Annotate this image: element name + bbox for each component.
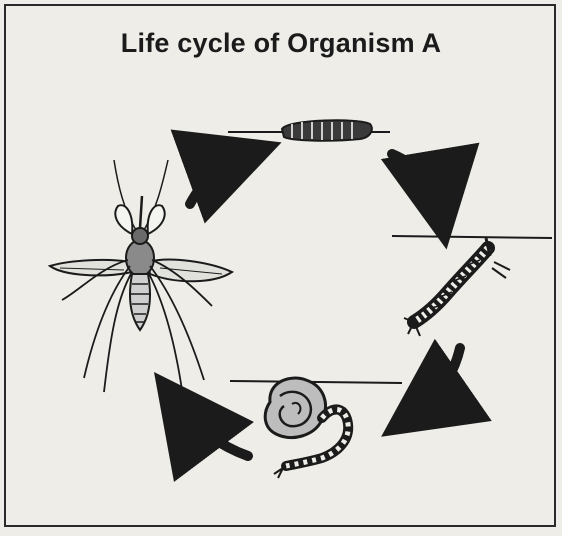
larva bbox=[404, 238, 510, 336]
egg-raft bbox=[282, 120, 372, 140]
arrow-pupa-to-adult bbox=[178, 404, 248, 456]
arrow-adult-to-egg bbox=[190, 156, 244, 204]
water-surface-pupa bbox=[230, 381, 402, 383]
adult-mosquito bbox=[50, 160, 232, 404]
arrow-larva-to-pupa bbox=[414, 348, 460, 414]
water-surface-larva bbox=[392, 236, 552, 238]
arrow-egg-to-larva bbox=[392, 154, 440, 210]
pupa bbox=[265, 378, 348, 478]
